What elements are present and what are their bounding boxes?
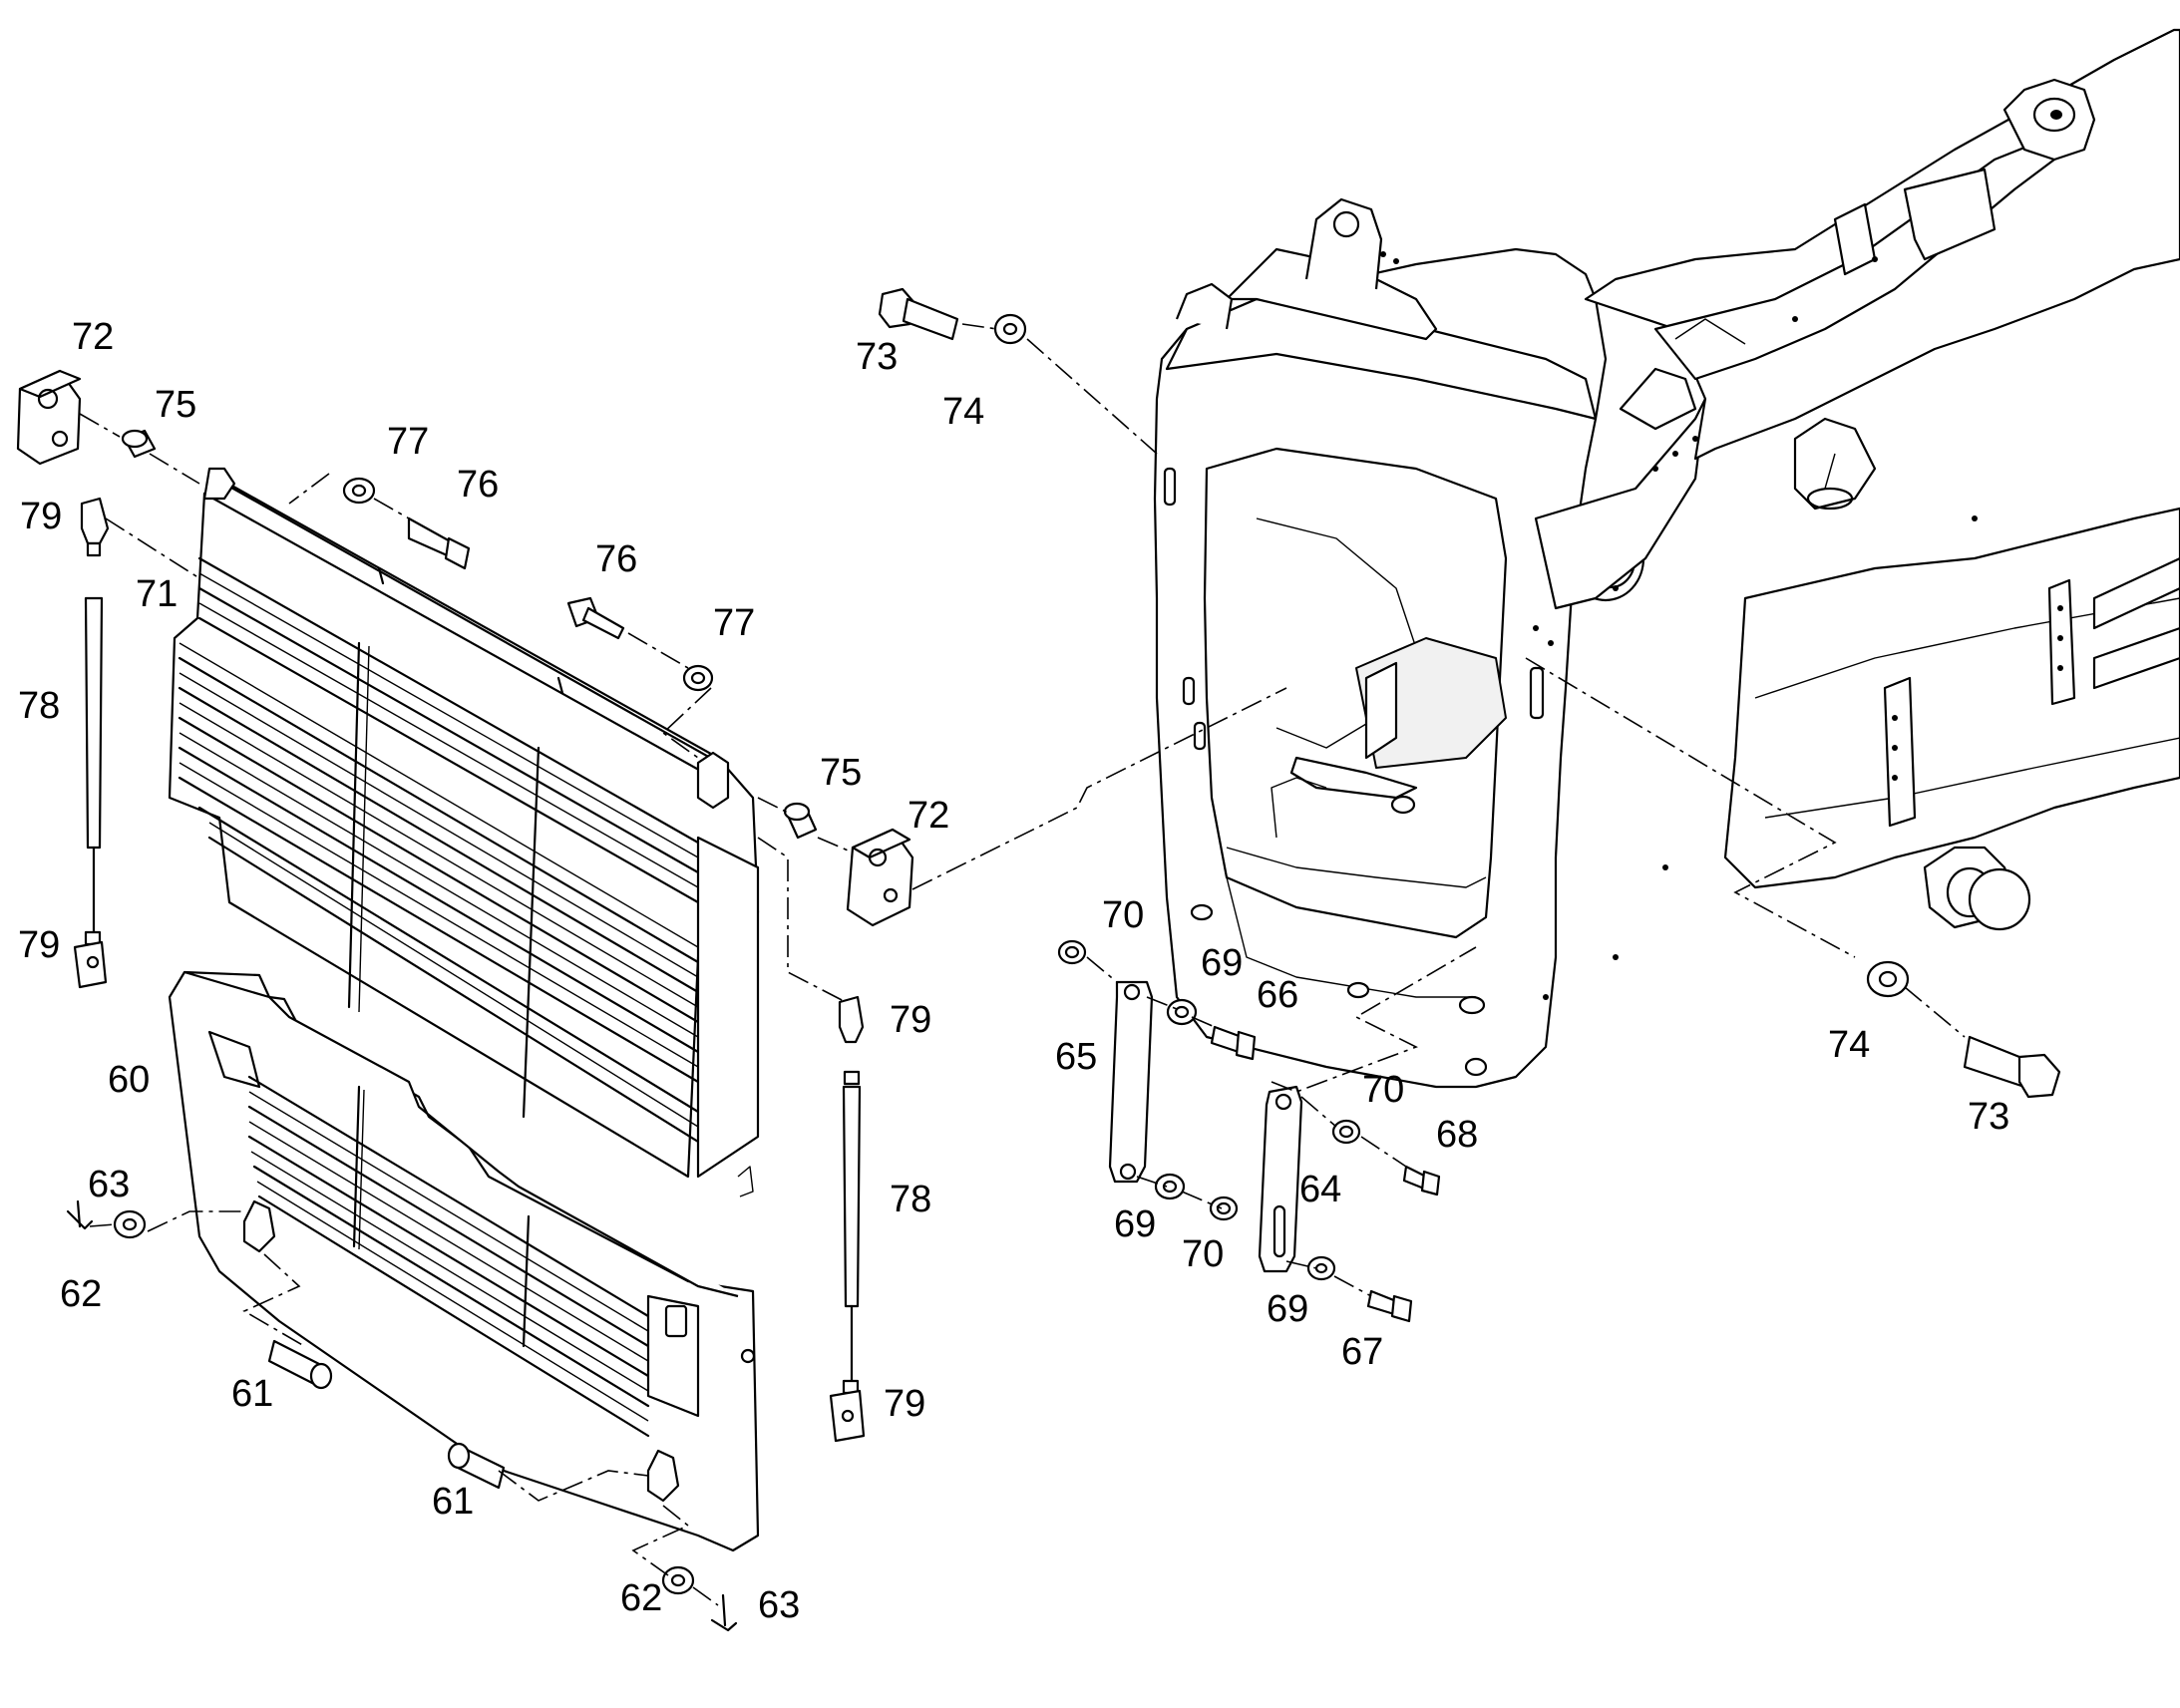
washer-62-left: [113, 1209, 147, 1239]
frame-rivets: [1380, 251, 2063, 1000]
pin-61-left: [267, 1339, 333, 1390]
callout-77-top: 77: [387, 421, 429, 463]
link-65: [1108, 980, 1154, 1184]
pin-61-right: [447, 1442, 506, 1490]
callout-62-right: 62: [620, 1577, 662, 1619]
callout-78-left: 78: [18, 685, 60, 727]
callout-68: 68: [1436, 1114, 1478, 1156]
callout-76-mid: 76: [595, 538, 637, 580]
callout-61-left: 61: [231, 1373, 273, 1415]
strut-right-78: [829, 995, 866, 1443]
callout-67: 67: [1341, 1331, 1383, 1373]
bolt-66: [1210, 1025, 1257, 1061]
callout-labels: 72 75 79 71 78 79 77 76 76 77 75 72 79 7…: [18, 316, 2009, 1626]
clip-63-left: [66, 1199, 94, 1230]
callout-74-top: 74: [942, 391, 984, 433]
upper-grille: [168, 467, 760, 1197]
bushing-right-75: [783, 802, 818, 840]
callout-66: 66: [1257, 974, 1298, 1016]
callout-75-right: 75: [820, 752, 862, 794]
callout-74-bottom: 74: [1828, 1024, 1870, 1066]
lower-grille: [168, 970, 760, 1552]
callout-76-top: 76: [457, 464, 499, 506]
bolt-67: [1366, 1289, 1413, 1323]
upper-grille-louvres: [178, 556, 700, 1144]
callout-70-right: 70: [1362, 1069, 1404, 1111]
latch-left-72: [16, 369, 82, 466]
callout-65: 65: [1055, 1036, 1097, 1078]
callout-77-mid: 77: [713, 602, 755, 644]
link-64: [1258, 1085, 1303, 1273]
washer-69-b: [1154, 1173, 1186, 1200]
latch-right-72: [846, 828, 914, 927]
bolt-73-bottom: [1963, 1035, 2061, 1099]
callout-72-left: 72: [72, 316, 114, 358]
lower-grille-louvres: [247, 1075, 650, 1438]
callout-71: 71: [136, 573, 178, 615]
callout-60: 60: [108, 1059, 150, 1101]
machine-frame: [1153, 28, 2180, 1089]
washer-62-right: [661, 1565, 695, 1595]
callout-63-left: 63: [88, 1164, 130, 1205]
washer-77-top: [342, 477, 376, 505]
leader-lines: [79, 323, 1966, 1606]
callout-69-bottom-left: 69: [1114, 1203, 1156, 1245]
washer-74-top: [993, 313, 1027, 345]
callout-64: 64: [1299, 1169, 1341, 1210]
callout-61-right: 61: [432, 1481, 474, 1523]
callout-78-right: 78: [890, 1179, 931, 1220]
strut-left-78: [73, 497, 110, 989]
callout-70-top: 70: [1102, 894, 1144, 936]
washer-77-mid: [682, 664, 714, 692]
callout-70-bottom: 70: [1182, 1233, 1224, 1275]
callout-79-top-left: 79: [20, 496, 62, 537]
callout-75-left: 75: [155, 384, 196, 426]
callout-63-right: 63: [758, 1584, 800, 1626]
clip-63-right: [710, 1593, 738, 1632]
bolt-73-top: [878, 287, 959, 341]
callout-73-top: 73: [856, 336, 898, 378]
nut-70-a: [1057, 939, 1087, 965]
nut-70-b: [1209, 1196, 1239, 1221]
nut-70-c: [1331, 1119, 1361, 1145]
bushing-left-75: [121, 429, 157, 459]
washer-69-a: [1166, 998, 1198, 1026]
bolt-76-mid: [566, 596, 625, 640]
bolt-68: [1402, 1165, 1441, 1196]
bolt-76-top: [407, 516, 471, 570]
washer-69-c: [1306, 1255, 1336, 1281]
callout-79-bottom-right: 79: [884, 1383, 925, 1425]
callout-69-top: 69: [1201, 942, 1243, 984]
callout-79-top-right: 79: [890, 999, 931, 1041]
callout-69-bottom-right: 69: [1267, 1288, 1308, 1330]
washer-74-bottom: [1866, 960, 1910, 998]
callout-62-left: 62: [60, 1273, 102, 1315]
callout-72-right: 72: [908, 795, 949, 837]
callout-73-bottom: 73: [1968, 1096, 2009, 1138]
callout-79-bottom-left: 79: [18, 924, 60, 966]
